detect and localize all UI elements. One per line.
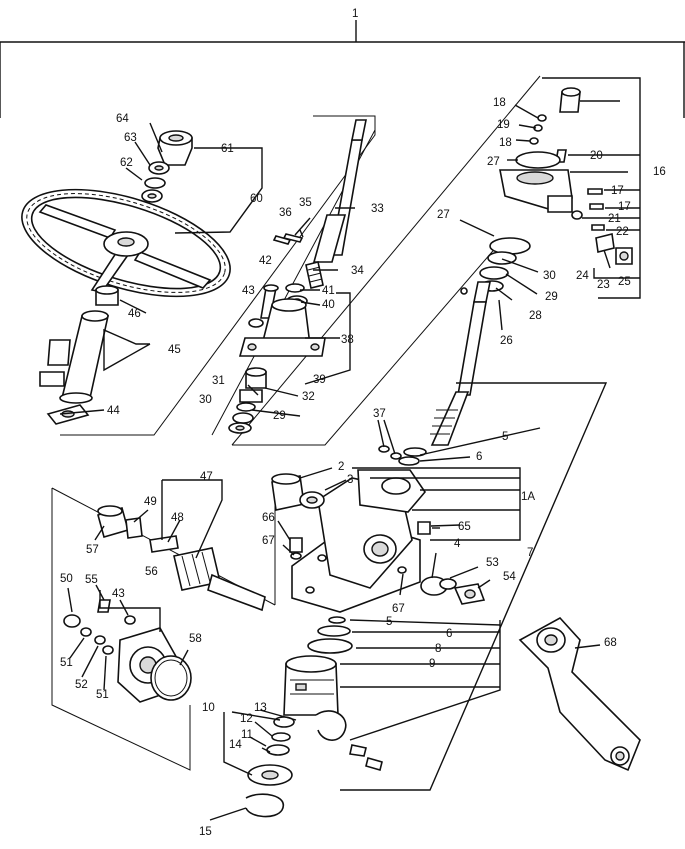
callout-2: 2 [338,461,344,473]
upper-bearing-housing [460,87,633,295]
callout-9: 9 [429,658,435,670]
callout-33: 33 [371,203,384,215]
callout-51-a: 51 [60,657,73,669]
callout-61: 61 [221,143,234,155]
pinion-group [63,505,266,703]
callout-30-a: 30 [543,270,556,282]
leader-lines [59,77,641,821]
callout-67-a: 67 [262,535,275,547]
callout-63: 63 [124,132,137,144]
callout-56: 56 [145,566,158,578]
callout-1A: 1A [521,491,535,503]
callout-16: 16 [653,166,666,178]
callout-49: 49 [144,496,157,508]
callout-10: 10 [202,702,215,714]
callout-47: 47 [200,471,213,483]
callout-53: 53 [486,557,499,569]
callout-30-b: 30 [199,394,212,406]
callout-55: 55 [85,574,98,586]
callout-38: 38 [341,334,354,346]
callout-48: 48 [171,512,184,524]
callout-6-upper: 6 [476,451,482,463]
callout-35: 35 [299,197,312,209]
callout-41: 41 [322,285,335,297]
callout-6-lower: 6 [446,628,452,640]
worm-shaft [378,281,491,466]
callout-29-b: 29 [273,410,286,422]
assembly-bracket [0,20,685,118]
callout-23: 23 [597,279,610,291]
callout-32: 32 [302,391,315,403]
callout-18-a: 18 [493,97,506,109]
callout-24: 24 [576,270,589,282]
callout-37: 37 [373,408,386,420]
callout-13: 13 [254,702,267,714]
callout-57: 57 [86,544,99,556]
callout-21: 21 [608,213,621,225]
callout-44: 44 [107,405,120,417]
callout-66: 66 [262,512,275,524]
callout-52: 52 [75,679,88,691]
callout-68: 68 [604,637,617,649]
callout-26: 26 [500,335,513,347]
callout-34: 34 [351,265,364,277]
callout-36: 36 [279,207,292,219]
pitman-arm [518,616,641,772]
callout-50: 50 [60,573,73,585]
panel-pinion-group [51,482,276,771]
callout-39: 39 [313,374,326,386]
callout-19: 19 [497,119,510,131]
callout-17-b: 17 [618,201,631,213]
callout-46: 46 [128,308,141,320]
callout-42: 42 [259,255,272,267]
callout-31: 31 [212,375,225,387]
callout-27-a: 27 [487,156,500,168]
callout-5-upper: 5 [502,431,508,443]
callout-43-b: 43 [112,588,125,600]
callout-7: 7 [527,547,533,559]
callout-3: 3 [347,474,353,486]
callout-40: 40 [322,299,335,311]
callout-67-b: 67 [392,603,405,615]
sector-and-piston [245,576,486,818]
callout-4: 4 [454,538,461,550]
callout-14: 14 [229,739,242,751]
callout-29-a: 29 [545,291,558,303]
callout-15: 15 [199,826,212,838]
callout-22: 22 [616,226,629,238]
callout-60: 60 [250,193,263,205]
callout-5-lower: 5 [386,616,392,628]
upper-shaft-parts [228,119,367,434]
callout-45: 45 [168,344,181,356]
callout-28: 28 [529,310,542,322]
callout-65: 65 [458,521,471,533]
callout-17-a: 17 [611,185,624,197]
panel-upper-bearing [231,75,541,446]
callout-8: 8 [435,643,441,655]
callout-64: 64 [116,113,129,125]
callout-1: 1 [352,8,358,20]
callout-58: 58 [189,633,202,645]
column-tube [39,285,119,425]
callout-labels: 1 1A 2 3 4 5 5 6 6 7 8 9 10 11 12 13 14 … [60,8,666,838]
callout-27-b: 27 [437,209,450,221]
callout-51-b: 51 [96,689,109,701]
callout-54: 54 [503,571,516,583]
callout-62: 62 [120,157,133,169]
callout-12: 12 [240,713,253,725]
gear-housing [271,469,431,613]
callout-43-a: 43 [242,285,255,297]
hub-parts [141,130,193,203]
callout-25: 25 [618,276,631,288]
callout-18-b: 18 [499,137,512,149]
callout-20: 20 [590,150,603,162]
steering-wheel [21,188,231,298]
callout-11: 11 [241,729,253,741]
